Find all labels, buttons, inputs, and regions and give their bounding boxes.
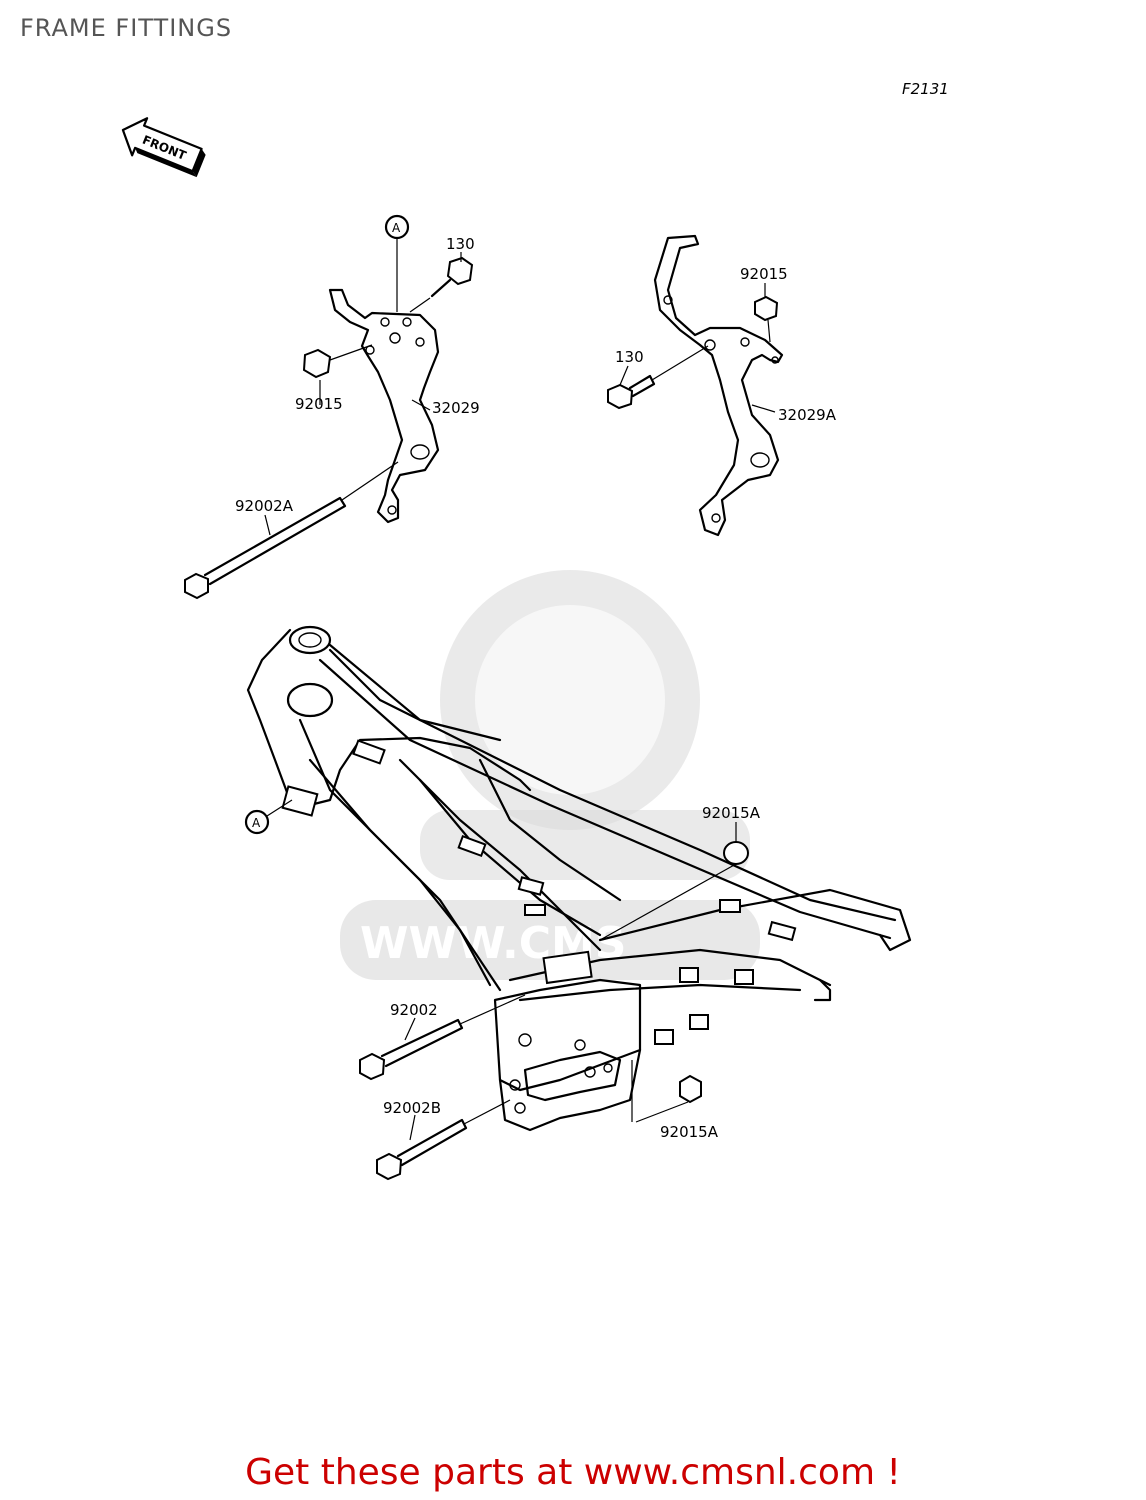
leader-92002b <box>409 1114 416 1141</box>
label-92002a: 92002A <box>235 497 294 515</box>
bolt-92002b <box>376 1099 511 1181</box>
exploded-parts-diagram: WWW.CMS F2131 FRONT A <box>121 80 949 1181</box>
label-92002b: 92002B <box>383 1099 441 1117</box>
reference-mark-a-top: A <box>384 214 410 312</box>
bracket-32029a <box>653 234 784 537</box>
label-130-upper: 130 <box>446 235 475 253</box>
label-92002: 92002 <box>390 1001 438 1019</box>
bolt-130-left <box>607 345 709 410</box>
watermark-logo: WWW.CMS <box>340 570 760 980</box>
label-32029: 32029 <box>432 399 480 417</box>
label-92015a-lower: 92015A <box>660 1123 719 1141</box>
label-92015a-upper: 92015A <box>702 804 761 822</box>
bracket-32029 <box>328 288 440 524</box>
leader-92002 <box>404 1017 416 1041</box>
label-92015-upper-right: 92015 <box>740 265 788 283</box>
nut-92015-upper-right <box>754 295 779 343</box>
front-arrow-icon: FRONT <box>121 117 206 178</box>
leader-92002a <box>264 514 271 536</box>
reference-mark-a-frame: A <box>244 799 293 835</box>
label-130-left: 130 <box>615 348 644 366</box>
bolt-130-upper <box>409 256 474 313</box>
bolt-92002a <box>184 461 399 600</box>
bolt-92002 <box>359 994 526 1081</box>
footer-cta-link[interactable]: Get these parts at www.cmsnl.com ! <box>245 1452 901 1493</box>
leader-130-left <box>619 365 629 386</box>
label-32029a: 32029A <box>778 406 837 424</box>
drawing-code: F2131 <box>902 80 949 98</box>
label-92015-upper-left: 92015 <box>295 395 343 413</box>
leader-32029 <box>411 399 431 411</box>
page-title: FRAME FITTINGS <box>20 14 233 42</box>
nut-92015a-lower <box>631 1060 702 1123</box>
main-frame <box>246 625 912 1132</box>
svg-text:A: A <box>392 221 401 235</box>
front-arrow-label: FRONT <box>140 133 189 163</box>
svg-text:A: A <box>252 816 261 830</box>
nut-92015-upper-left <box>302 344 373 379</box>
leader-32029a <box>751 404 776 413</box>
